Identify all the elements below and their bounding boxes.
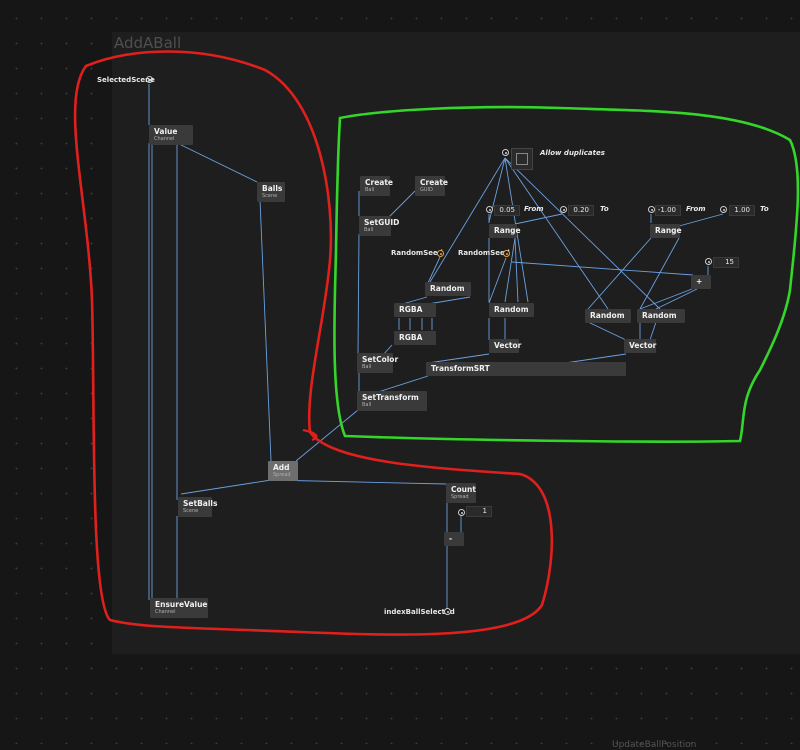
- range1-to-pad[interactable]: [560, 206, 567, 213]
- from-label-2: From: [686, 205, 706, 213]
- wire: [511, 261, 694, 276]
- allow-duplicates-toggle[interactable]: [511, 148, 533, 170]
- annotation-green: [333, 105, 800, 443]
- minus-node[interactable]: -: [444, 532, 464, 546]
- one-iobox[interactable]: 1: [466, 506, 492, 517]
- selected-scene-pad[interactable]: [146, 76, 153, 83]
- wire: [387, 190, 416, 219]
- random-node-3[interactable]: Random: [585, 309, 631, 323]
- wire: [488, 257, 507, 304]
- create-ball-node[interactable]: Create Ball: [360, 176, 393, 196]
- setballs-node[interactable]: SetBalls Scene: [178, 497, 217, 517]
- wire: [504, 157, 661, 310]
- to-label-1: To: [600, 205, 609, 213]
- count-node[interactable]: Count Spread: [446, 483, 476, 503]
- index-ball-selected-label: indexBallSelected: [384, 608, 455, 616]
- plus-node[interactable]: +: [691, 275, 711, 289]
- allow-duplicates-pad[interactable]: [502, 149, 509, 156]
- wire: [176, 142, 258, 183]
- wire: [357, 233, 360, 354]
- region-addaball[interactable]: [112, 32, 800, 654]
- wire: [295, 409, 359, 462]
- range-node-1[interactable]: Range: [489, 224, 521, 238]
- settransform-node[interactable]: SetTransform Ball: [357, 391, 427, 411]
- annotation-red-left: [73, 50, 554, 636]
- wire: [270, 479, 447, 485]
- vector-node-1[interactable]: Vector: [489, 339, 521, 353]
- ensurevalue-node[interactable]: EnsureValue Channel: [150, 598, 208, 618]
- setguid-node[interactable]: SetGUID Ball: [359, 216, 399, 236]
- wire: [180, 479, 272, 495]
- wire: [514, 237, 519, 303]
- random-node-1[interactable]: Random: [425, 282, 471, 296]
- wire: [427, 256, 441, 284]
- random-seed-label-2: RandomSeed: [458, 249, 510, 257]
- wire: [514, 213, 563, 225]
- range-node-2[interactable]: Range: [650, 224, 682, 238]
- vector-node-2[interactable]: Vector: [624, 339, 656, 353]
- region-title: AddABall: [114, 34, 182, 52]
- to-label-2: To: [760, 205, 769, 213]
- wire: [655, 288, 698, 310]
- wire: [639, 288, 693, 310]
- allow-duplicates-label: Allow duplicates: [540, 149, 605, 157]
- wire: [429, 157, 506, 283]
- range2-to-pad[interactable]: [720, 206, 727, 213]
- value-node[interactable]: Value Channel: [149, 125, 193, 145]
- wire: [649, 321, 657, 341]
- selected-scene-label: SelectedScene: [97, 76, 155, 84]
- wire: [587, 237, 652, 310]
- create-guid-node[interactable]: Create GUID: [415, 176, 448, 196]
- add-node[interactable]: Add Spread: [268, 461, 298, 481]
- one-pad[interactable]: [458, 509, 465, 516]
- random-seed-pad-1[interactable]: [437, 250, 444, 257]
- random-node-2[interactable]: Random: [489, 303, 534, 317]
- wire: [587, 321, 627, 341]
- wire: [564, 353, 627, 364]
- wire: [504, 157, 609, 310]
- wire: [427, 353, 490, 364]
- range1-from-pad[interactable]: [486, 206, 493, 213]
- rgba-node-1[interactable]: RGBA: [394, 303, 436, 317]
- range2-from-pad[interactable]: [648, 206, 655, 213]
- rgba-node-2[interactable]: RGBA: [394, 331, 436, 345]
- wire: [377, 375, 429, 393]
- random-node-4[interactable]: Random: [637, 309, 685, 323]
- range2-to-iobox[interactable]: 1.00: [729, 205, 755, 216]
- bottom-tab[interactable]: UpdateBallPosition: [612, 740, 697, 750]
- random-seed-label-1: RandomSeed: [391, 249, 443, 257]
- range2-from-iobox[interactable]: -1.00: [655, 205, 681, 216]
- range1-to-iobox[interactable]: 0.20: [568, 205, 594, 216]
- count-15-iobox[interactable]: 15: [713, 257, 739, 268]
- from-label-1: From: [524, 205, 544, 213]
- annotation-red-hook: [302, 428, 318, 442]
- transformsrt-node[interactable]: TransformSRT: [426, 362, 626, 376]
- count-15-pad[interactable]: [705, 258, 712, 265]
- wire: [678, 213, 724, 227]
- random-seed-pad-2[interactable]: [503, 250, 510, 257]
- setcolor-node[interactable]: SetColor Ball: [357, 353, 398, 373]
- index-ball-selected-pad[interactable]: [444, 608, 451, 615]
- wire: [504, 237, 516, 303]
- wire: [639, 237, 680, 310]
- balls-node[interactable]: Balls Scene: [257, 182, 285, 202]
- range1-from-iobox[interactable]: 0.05: [494, 205, 520, 216]
- wire: [259, 199, 272, 462]
